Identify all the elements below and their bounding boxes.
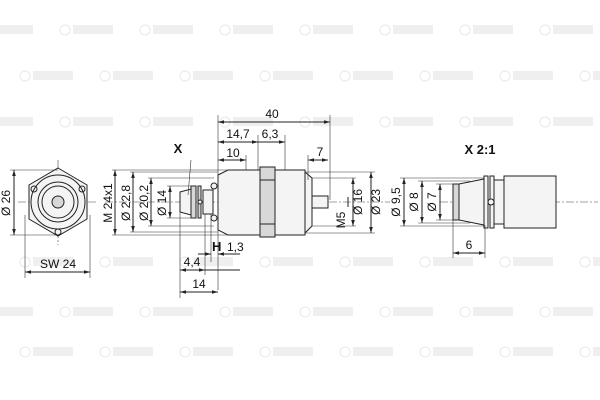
dia-9-5-label: Ø 9,5 bbox=[389, 187, 403, 217]
detail-title: X 2:1 bbox=[464, 142, 495, 157]
dim-6: 6 bbox=[466, 238, 473, 252]
hex-end-view bbox=[10, 160, 98, 278]
dim-h-value: 1,3 bbox=[227, 240, 244, 254]
watermark-logo bbox=[459, 306, 513, 318]
watermark-logo bbox=[579, 256, 600, 268]
dia-8-label: Ø 8 bbox=[407, 192, 421, 212]
dim-4-4: 4,4 bbox=[184, 255, 201, 269]
watermark-logo bbox=[379, 306, 433, 318]
watermark-logo bbox=[99, 346, 153, 358]
watermark-logo bbox=[0, 307, 33, 316]
watermark-logo bbox=[99, 256, 153, 268]
detail-marker-x: X bbox=[174, 141, 183, 156]
glow-plug-side-view bbox=[105, 166, 390, 238]
thread-label: M 24x1 bbox=[101, 183, 115, 223]
watermark-logo bbox=[539, 24, 593, 36]
dia-23-label: Ø 23 bbox=[369, 189, 383, 215]
watermark-logo bbox=[19, 346, 73, 358]
watermark-logo bbox=[499, 346, 553, 358]
watermark-logo bbox=[139, 116, 193, 128]
watermark-logo bbox=[499, 70, 553, 82]
watermark-logo bbox=[259, 346, 313, 358]
watermark-logo bbox=[139, 24, 193, 36]
watermark-logo bbox=[499, 256, 553, 268]
watermark-logo bbox=[99, 70, 153, 82]
dimension-lines bbox=[112, 115, 375, 298]
watermark-logo bbox=[219, 24, 273, 36]
dim-10: 10 bbox=[226, 146, 240, 160]
detail-view bbox=[400, 175, 598, 258]
dim-h-letter: H bbox=[212, 239, 221, 254]
watermark-logo bbox=[179, 346, 233, 358]
watermark-logo bbox=[299, 306, 353, 318]
watermark-logo bbox=[179, 70, 233, 82]
watermark-logo bbox=[339, 256, 393, 268]
watermark-logo bbox=[459, 24, 513, 36]
wrench-size-label: SW 24 bbox=[40, 257, 76, 271]
watermark-logo bbox=[419, 256, 473, 268]
m5-label: M5 bbox=[334, 211, 348, 228]
dim-14-7: 14,7 bbox=[226, 127, 250, 141]
watermark-logo bbox=[339, 346, 393, 358]
dia-22-8-label: Ø 22,8 bbox=[119, 185, 133, 221]
dim-6-3: 6,3 bbox=[262, 127, 279, 141]
watermark-logo bbox=[259, 70, 313, 82]
watermark-logo bbox=[259, 256, 313, 268]
dia-20-2-label: Ø 20,2 bbox=[137, 185, 151, 221]
dim-7: 7 bbox=[317, 145, 324, 159]
watermark-logo bbox=[419, 346, 473, 358]
dia-16-label: Ø 16 bbox=[351, 189, 365, 215]
watermark-logo bbox=[139, 306, 193, 318]
dim-total-length: 40 bbox=[265, 107, 279, 121]
watermark-logo bbox=[379, 116, 433, 128]
watermark-logo bbox=[0, 117, 33, 126]
watermark-logo bbox=[59, 306, 113, 318]
watermark-logo bbox=[59, 24, 113, 36]
watermark-logo bbox=[539, 306, 593, 318]
dia-7-label: Ø 7 bbox=[425, 192, 439, 212]
watermark-logo bbox=[59, 116, 113, 128]
dia-14-label: Ø 14 bbox=[155, 190, 169, 216]
hex-diameter-label: Ø 26 bbox=[0, 190, 13, 216]
watermark-logo bbox=[459, 116, 513, 128]
watermark-logo bbox=[0, 25, 33, 34]
watermark-logo bbox=[19, 70, 73, 82]
dim-14: 14 bbox=[192, 277, 206, 291]
watermark-logo bbox=[579, 70, 600, 82]
watermark-logo bbox=[379, 24, 433, 36]
watermark-logo bbox=[299, 24, 353, 36]
watermark-logo bbox=[219, 306, 273, 318]
watermark-logo bbox=[419, 70, 473, 82]
watermark-logo bbox=[579, 346, 600, 358]
watermark-logo bbox=[539, 116, 593, 128]
watermark-logo bbox=[339, 70, 393, 82]
